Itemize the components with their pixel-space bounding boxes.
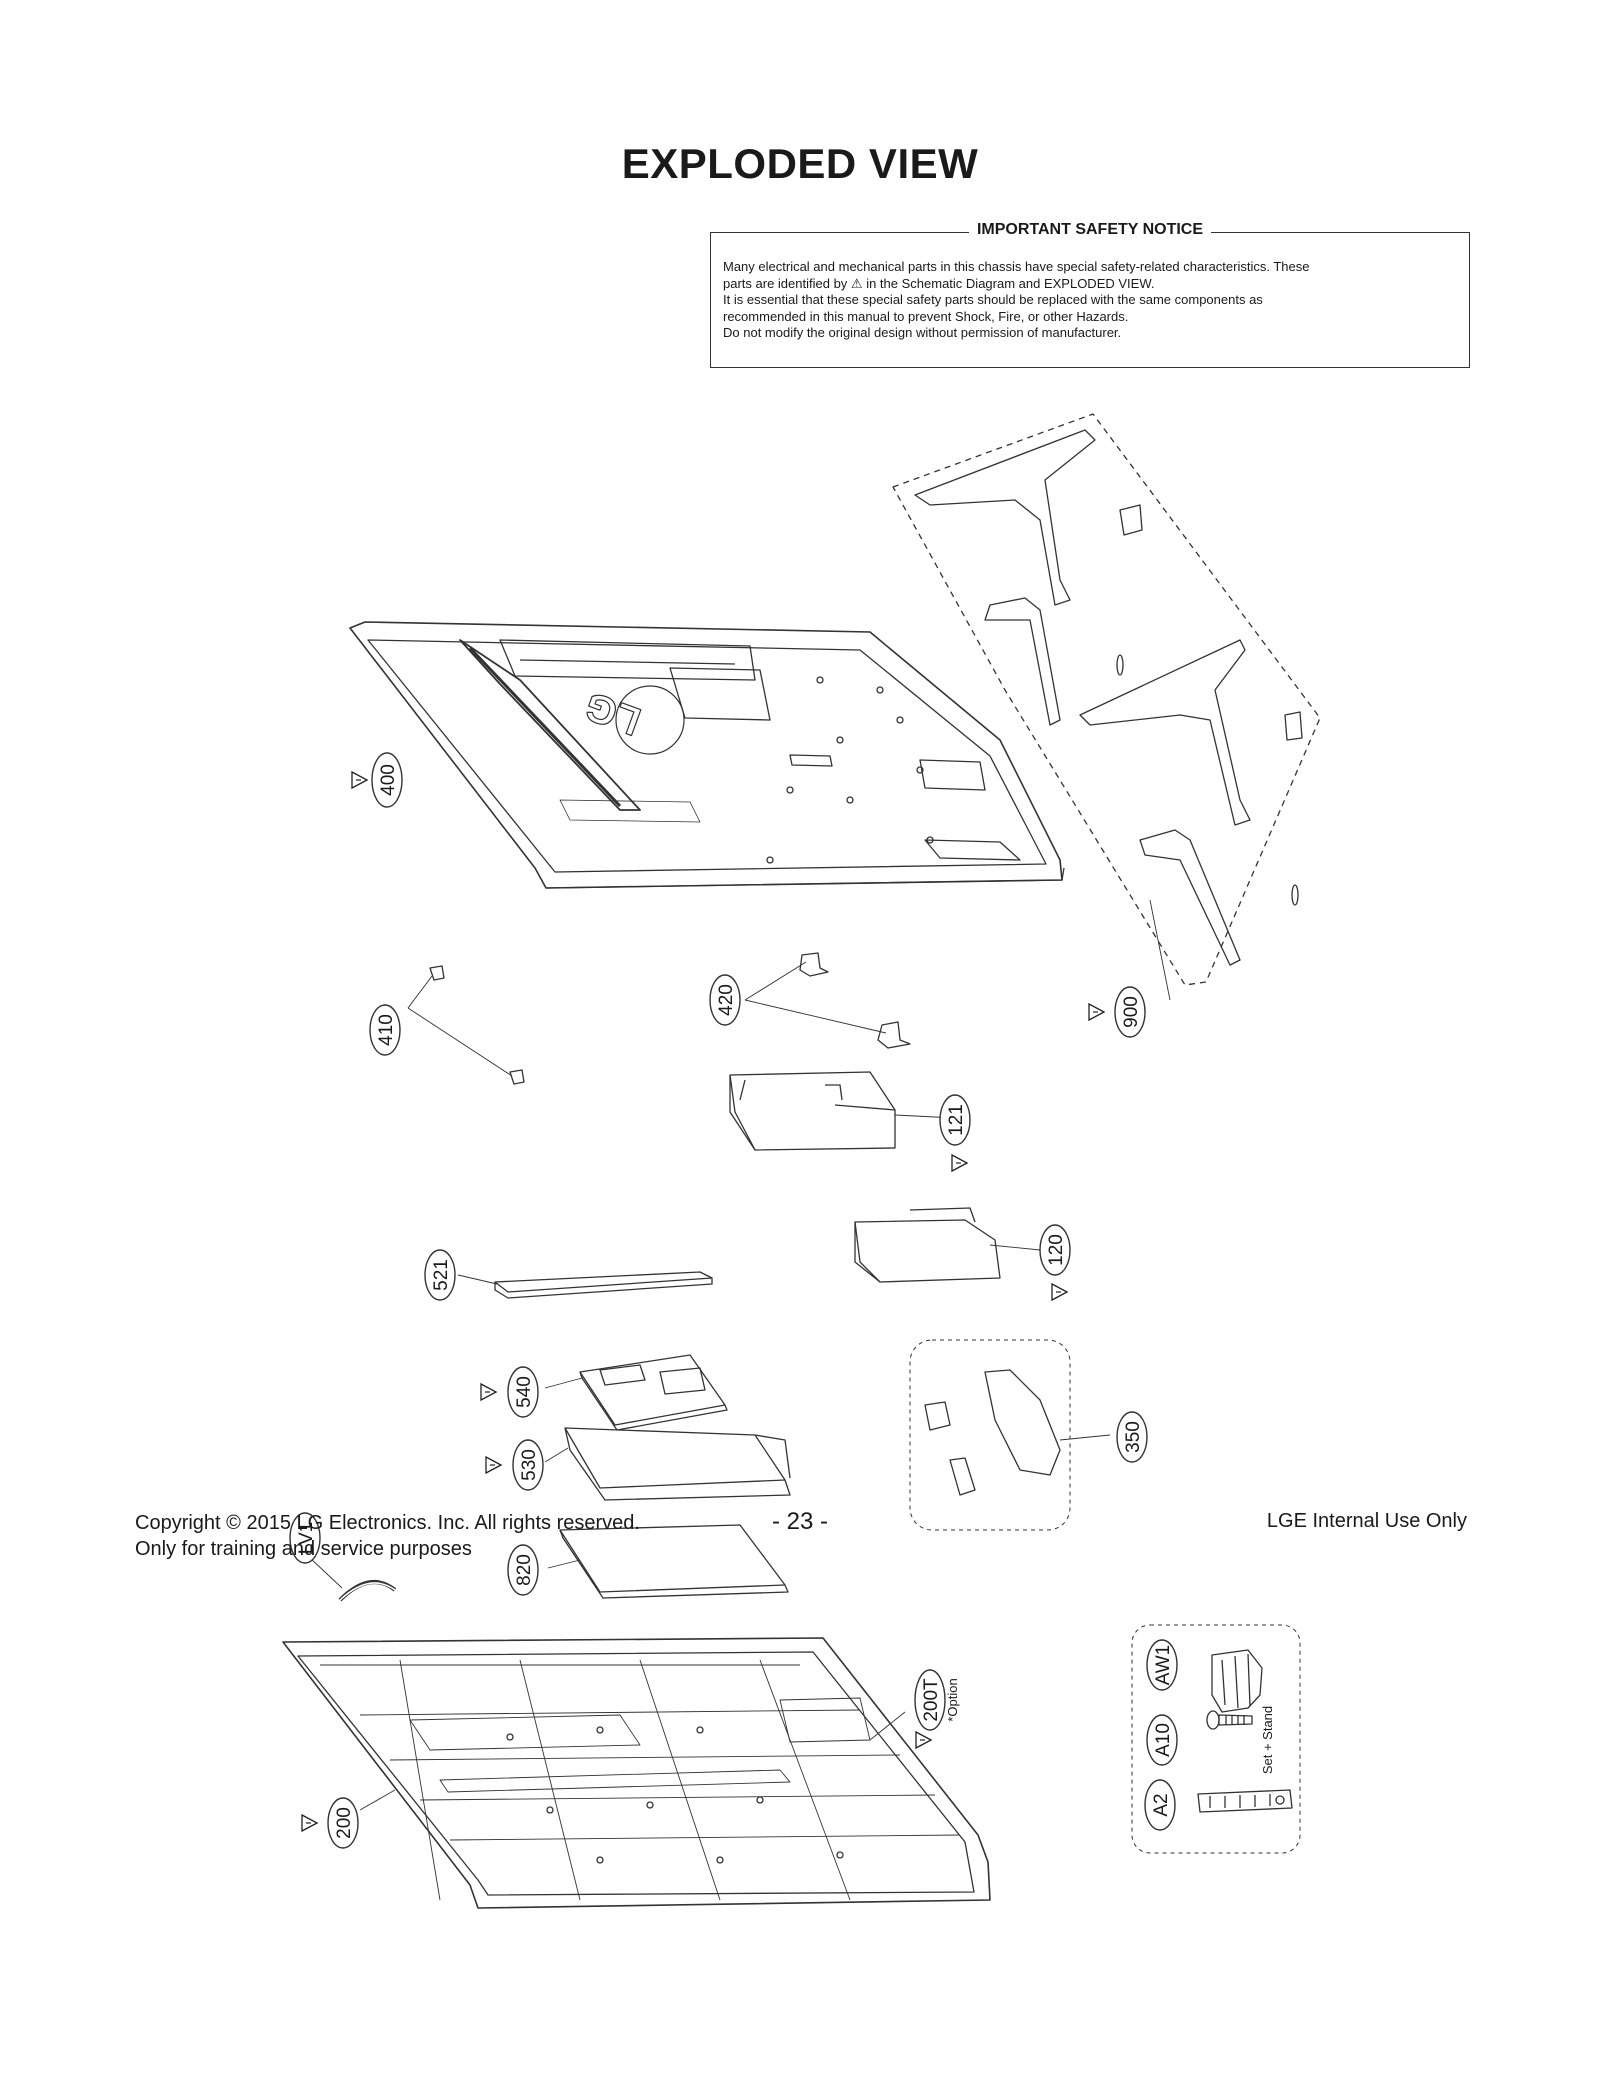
notice-line: It is essential that these special safet…: [723, 292, 1263, 307]
training-text: Only for training and service purposes: [135, 1538, 472, 1560]
module-121: [729, 1071, 956, 1151]
callout-410: 410: [376, 1014, 397, 1046]
safety-notice-heading: IMPORTANT SAFETY NOTICE: [968, 221, 1212, 238]
cable-group-350: [924, 1369, 1111, 1496]
back-cover: [349, 621, 1065, 889]
option-note: *Option: [945, 1678, 960, 1721]
callout-121: 121: [946, 1104, 967, 1136]
callout-lv1: LV1: [296, 1522, 317, 1554]
notice-line: Many electrical and mechanical parts in …: [723, 259, 1310, 274]
callout-900: 900: [1121, 996, 1142, 1028]
page-title: EXPLODED VIEW: [621, 140, 979, 187]
internal-use-text: LGE Internal Use Only: [1266, 1510, 1467, 1532]
shield-plate-820: [547, 1524, 789, 1599]
callout-aw1: AW1: [1153, 1645, 1174, 1685]
bracket-521: [457, 1271, 713, 1299]
callout-a10: A10: [1153, 1723, 1174, 1757]
power-supply-530: [544, 1427, 791, 1501]
callout-420: 420: [716, 984, 737, 1016]
stand-group-outline: [892, 413, 1321, 986]
front-chassis-200: [282, 1637, 991, 1909]
callout-200t: 200T: [921, 1678, 942, 1722]
callout-120: 120: [1046, 1234, 1067, 1266]
accessories-outline: [1131, 1624, 1301, 1854]
footer-copyright: Copyright © 2015 LG Electronics. Inc. Al…: [135, 1510, 640, 1562]
notice-line: in the Schematic Diagram and EXPLODED VI…: [866, 275, 1155, 291]
callout-a2: A2: [1151, 1793, 1172, 1816]
back-cover-logo: LG: [579, 683, 646, 743]
notice-line: parts are identified by: [723, 275, 848, 291]
safety-warning-icons: [301, 771, 1105, 1832]
callout-530: 530: [519, 1449, 540, 1481]
clip-410: [407, 965, 525, 1085]
accessory-remote: [1197, 1789, 1293, 1813]
notice-line: Do not modify the original design withou…: [723, 325, 1122, 340]
callout-521: 521: [431, 1259, 452, 1291]
copyright-text: Copyright © 2015 LG Electronics. Inc. Al…: [135, 1512, 640, 1534]
module-120: [854, 1207, 1041, 1283]
safety-notice-box: IMPORTANT SAFETY NOTICE Many electrical …: [710, 221, 1470, 368]
page-number: - 23 -: [771, 1508, 828, 1535]
accessory-screw: [1206, 1710, 1253, 1730]
lvds-cable-lv1: [309, 1557, 397, 1602]
cable-group-outline: [909, 1339, 1071, 1531]
bracket-420: [744, 952, 911, 1049]
notice-line: recommended in this manual to prevent Sh…: [723, 308, 1129, 324]
accessory-cover: [1211, 1649, 1263, 1713]
warning-triangle-icon: ⚠: [850, 275, 863, 291]
safety-notice-text: Many electrical and mechanical parts in …: [723, 259, 1457, 342]
callout-820: 820: [514, 1554, 535, 1586]
callout-200: 200: [334, 1807, 355, 1839]
callout-540: 540: [514, 1376, 535, 1408]
callout-400: 400: [378, 764, 399, 796]
main-board-540: [544, 1354, 728, 1431]
callout-350: 350: [1123, 1421, 1144, 1453]
set-stand-note: Set + Stand: [1260, 1706, 1275, 1774]
stand-legs: [914, 429, 1303, 966]
